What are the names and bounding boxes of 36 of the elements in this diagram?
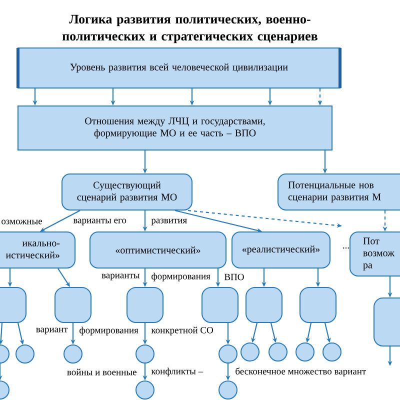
rounded-square (374, 298, 400, 346)
text-label: варианты (102, 274, 140, 280)
scenario-box: Пот возмож ра (350, 232, 400, 276)
circle (64, 344, 82, 364)
text-label: вариант (36, 328, 68, 334)
scenario-box: Потенциальные нов сценарии развития М (278, 174, 400, 210)
scenario-box: икально- истический» (0, 232, 76, 268)
arrow (40, 210, 80, 232)
circle (218, 380, 238, 400)
scenario-box: «оптимистический» (90, 232, 226, 268)
text-label: конкретной СО (151, 326, 213, 336)
text-label: формирования (80, 326, 138, 336)
level-box: Уровень развития всей человеческой цивилизации (16, 48, 342, 88)
text-label: конфликты – (151, 368, 204, 376)
text-label: ... (343, 247, 349, 249)
circle (16, 344, 34, 364)
text-label: ВПО (224, 274, 244, 280)
title: Логика развития политических, военно-политических и стратегических сценариев (62, 14, 318, 44)
scenario-box: Существующий сценарий развития МО (62, 174, 192, 210)
text-label: развития (151, 218, 187, 226)
text-label: варианты его (73, 218, 126, 226)
text-label: бесконечное множество вариант (236, 368, 366, 376)
circle (268, 342, 288, 362)
circle (136, 380, 154, 400)
scenario-box: «реалистический» (232, 232, 330, 268)
text-label: озможные (2, 220, 42, 224)
text-label: формирования (152, 272, 210, 282)
circle (0, 380, 10, 400)
circle (322, 342, 342, 362)
circle (136, 344, 154, 364)
arrow (58, 268, 70, 287)
circle (296, 342, 314, 362)
circle (218, 344, 238, 364)
text-label: войны и военные (67, 368, 136, 376)
circle (240, 342, 260, 362)
level-box: Отношения между ЛЧЦ и государствами, формирующие МО и ее часть – ВПО (18, 106, 332, 150)
